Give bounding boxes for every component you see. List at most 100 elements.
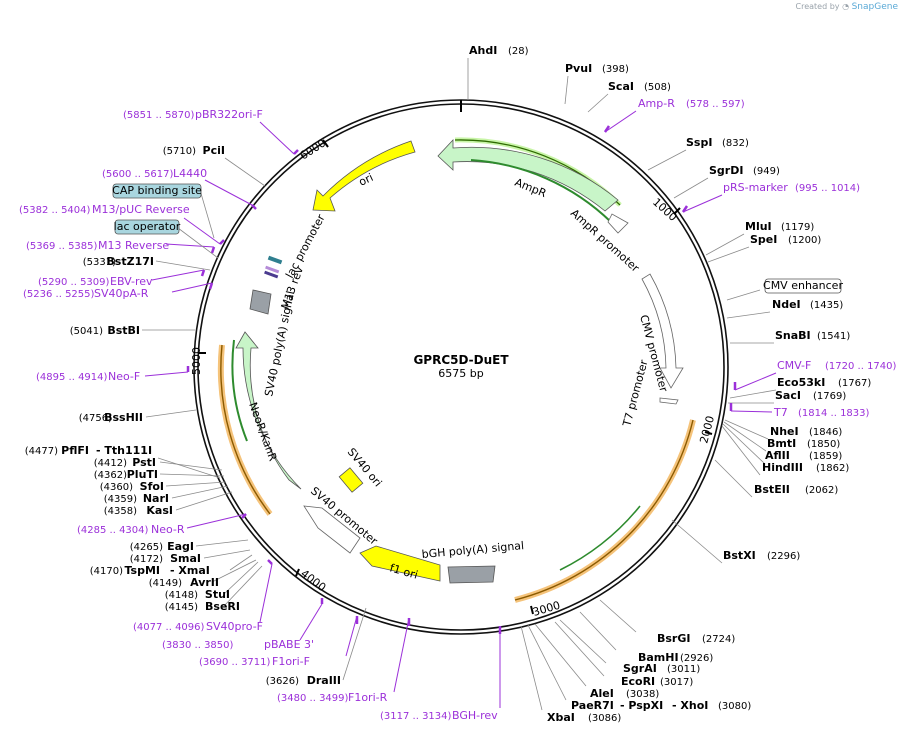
enzyme-leader [673,177,709,199]
enzyme-name[interactable]: NarI [143,492,169,505]
enzyme-position: (1767) [838,378,871,389]
enzyme-name[interactable]: PvuI [565,62,592,75]
enzyme-name[interactable]: NheI [770,425,799,438]
enzyme-position: (4756) [79,413,112,424]
sv40-polya-box[interactable] [249,289,272,315]
enzyme-name[interactable]: PflFI [61,444,89,457]
primer-range: (3690 .. 3711) [199,657,271,668]
enzyme-name[interactable]: NdeI [772,298,801,311]
enzyme-name[interactable]: SmaI [170,552,201,565]
bgh-polya-box[interactable] [447,565,496,584]
enzyme-name[interactable]: XbaI [547,711,575,724]
enzyme-name-tth111i[interactable]: - Tth111I [96,444,152,457]
primer-name[interactable]: BGH-rev [452,709,498,722]
enzyme-name[interactable]: SpeI [750,233,777,246]
enzyme-name[interactable]: MluI [745,220,772,233]
enzyme-name[interactable]: AflII [765,449,790,462]
enzyme-name[interactable]: EagI [167,540,194,553]
enzyme-name[interactable]: PaeR7I [571,699,614,712]
enzyme-name[interactable]: SgrDI [709,164,743,177]
primer-name[interactable]: Neo-F [108,370,140,383]
snapgene-logo-icon: ◔ [842,2,850,11]
enzyme-name[interactable]: BamHI [638,651,679,664]
primer-range: (3117 .. 3134) [380,711,452,722]
enzyme-position: (4412) [94,458,127,469]
enzyme-name[interactable]: ScaI [608,80,634,93]
enzyme-leader [579,611,617,651]
primer-range: (5851 .. 5870) [123,110,195,121]
enzyme-position: (3038) [626,689,659,700]
t7-promoter-arrow[interactable] [659,397,679,405]
primer-name[interactable]: pRS-marker [723,181,788,194]
primer-name[interactable]: M13/pUC Reverse [92,203,190,216]
enzyme-position: (1846) [809,427,842,438]
enzyme-name[interactable]: BsrGI [657,632,690,645]
enzyme-leader [211,559,257,583]
primer-labels: (578 .. 597)Amp-R(995 .. 1014)pRS-marker… [19,97,897,722]
enzyme-position: (5041) [70,326,103,337]
enzyme-name[interactable]: PluTI [127,468,158,481]
enzyme-name[interactable]: BstXI [723,549,756,562]
primer-name[interactable]: M13 Reverse [98,239,169,252]
enzyme-name[interactable]: SspI [686,136,712,149]
enzyme-position: (4149) [149,578,182,589]
enzyme-name[interactable]: BstZ17I [106,255,154,268]
ampr-promoter-arrow[interactable] [607,213,629,234]
ampr-arrow[interactable] [437,138,619,212]
enzyme-name[interactable]: EcoRI [621,675,655,688]
primer-name[interactable]: Neo-R [151,523,185,536]
enzyme-name[interactable]: BseRI [205,600,240,613]
enzyme-name[interactable]: BssHII [104,411,143,424]
enzyme-name[interactable]: SnaBI [775,329,811,342]
primer-site-mark [251,204,257,210]
enzyme-name-xmai[interactable]: - XmaI [170,564,210,577]
ori-arrow[interactable] [312,140,416,212]
sv40-promoter-arrow[interactable] [303,505,361,554]
enzyme-name[interactable]: PstI [132,456,156,469]
enzyme-leader [520,625,543,711]
enzyme-name-pspxi[interactable]: - PspXI [620,699,663,712]
enzyme-name[interactable]: AvrII [190,576,219,589]
enzyme-name[interactable]: BstBI [107,324,140,337]
primer-name[interactable]: F1ori-F [272,655,310,668]
enzyme-name[interactable]: Eco53kI [777,376,825,389]
enzyme-position: (2724) [702,634,735,645]
feature-box-label[interactable]: CAP binding site [112,184,202,197]
primer-name[interactable]: CMV-F [777,359,811,372]
enzyme-name[interactable]: BstEII [754,483,790,496]
sv40-ori-box[interactable] [338,467,364,493]
enzyme-name[interactable]: DraIII [307,674,341,687]
enzyme-position: (4145) [165,602,198,613]
enzyme-name[interactable]: HindIII [762,461,803,474]
primer-name[interactable]: pBR322ori-F [195,108,263,121]
primer-name[interactable]: F1ori-R [348,691,388,704]
primer-name[interactable]: EBV-rev [110,275,153,288]
enzyme-name[interactable]: SfoI [140,480,164,493]
enzyme-position: (2296) [767,551,800,562]
enzyme-name[interactable]: KasI [146,504,173,517]
enzyme-position: (4172) [130,554,163,565]
enzyme-name-xhoi[interactable]: - XhoI [672,699,708,712]
primer-name[interactable]: Amp-R [638,97,675,110]
neor-kanr-arrow[interactable] [235,331,302,490]
enzyme-name[interactable]: SacI [775,389,801,402]
enzyme-name[interactable]: PciI [203,144,225,157]
enzyme-position: (4359) [104,494,137,505]
cmv-promoter-arrow[interactable] [641,273,684,389]
feature-box-label[interactable]: lac operator [114,220,181,233]
primer-name[interactable]: SV40pro-F [206,620,263,633]
tick-label: 6000 [298,136,329,162]
enzyme-name[interactable]: StuI [205,588,230,601]
enzyme-name[interactable]: TspMI [124,564,160,577]
enzyme-name[interactable]: AhdI [469,44,497,57]
primer-name[interactable]: T7 [773,406,788,419]
enzyme-name[interactable]: BmtI [767,437,796,450]
enzyme-name[interactable]: AleI [590,687,614,700]
f1-ori-arrow[interactable] [359,545,441,582]
primer-name[interactable]: L4440 [173,167,207,180]
feature-box-label[interactable]: CMV enhancer [763,279,843,292]
orf-green-right [559,505,641,571]
primer-name[interactable]: SV40pA-R [94,287,149,300]
enzyme-name[interactable]: SgrAI [623,662,657,675]
primer-name[interactable]: pBABE 3' [264,638,314,651]
